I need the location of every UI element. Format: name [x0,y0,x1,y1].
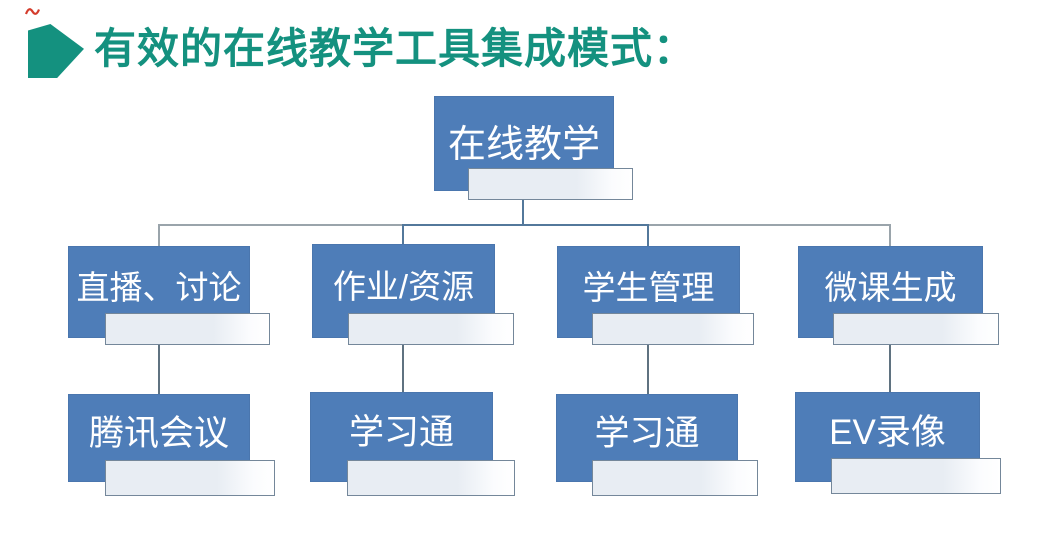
node-label: 学习通 [348,412,454,452]
slide-title: 有效的在线教学工具集成模式： [94,25,697,72]
connector-root-trunk [522,200,524,226]
placeholder-box [831,458,1001,494]
node-label: 微课生成 [824,269,957,306]
node-label: EV录像 [829,412,946,452]
connector-drop-2 [402,226,404,246]
node-label: 腾讯会议 [88,413,229,453]
placeholder-box [592,313,754,345]
placeholder-box [592,460,758,496]
connector-drop-4 [889,226,891,246]
connector-drop-1 [158,226,160,246]
node-label: 作业/资源 [332,268,475,305]
placeholder-box [347,460,515,496]
connector-branch-3 [647,345,649,394]
placeholder-box [105,460,275,496]
connector-branch-1 [158,345,160,394]
node-category-1: 直播、讨论 [68,246,250,338]
node-label: 学习通 [594,413,700,453]
node-label: 在线教学 [447,124,600,166]
placeholder-box [105,313,270,345]
connector-horizontal-center [402,224,649,226]
node-label: 直播、讨论 [76,269,242,306]
connector-branch-2 [402,345,404,394]
placeholder-box [468,168,633,200]
connector-drop-3 [647,226,649,246]
node-tool-2: 学习通 [310,392,493,482]
red-pen-mark-icon [24,8,41,15]
node-label: 学生管理 [582,269,715,306]
connector-branch-4 [889,345,891,394]
title-bullet-arrow-icon [28,24,84,78]
placeholder-box [833,313,999,345]
placeholder-box [348,313,514,345]
